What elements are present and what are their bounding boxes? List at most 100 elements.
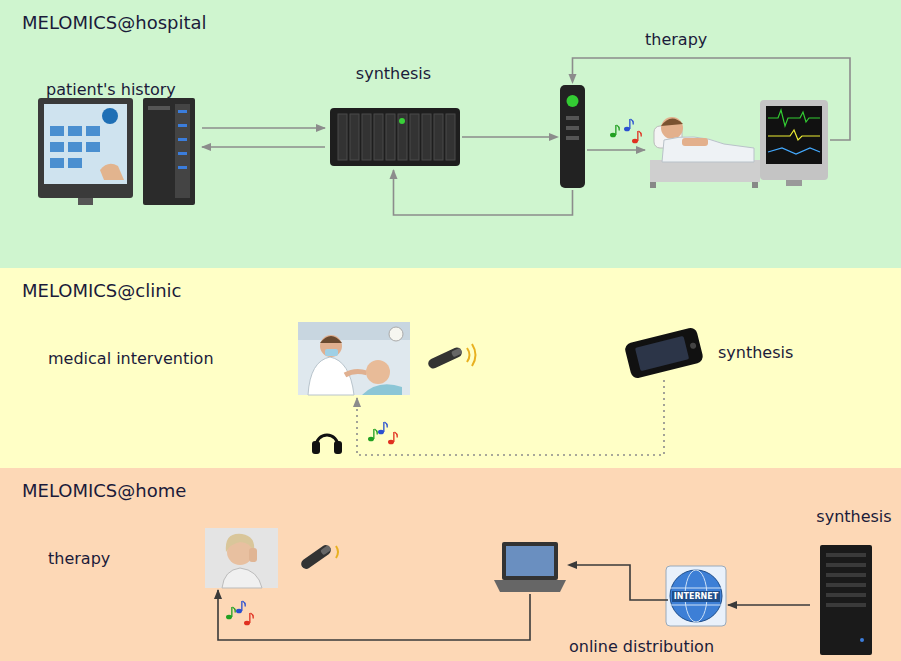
- vital-monitor: [760, 100, 828, 180]
- node-label: patient's history: [46, 80, 176, 99]
- synthesis-device: [338, 114, 347, 160]
- touchscreen-monitor: [68, 142, 82, 152]
- touchscreen-monitor: [44, 104, 127, 184]
- synthesis-device: [386, 114, 395, 160]
- sensor-device: [336, 546, 338, 558]
- listener-photo: [249, 548, 257, 562]
- patient-bed: [682, 138, 708, 146]
- vital-monitor: [786, 180, 802, 186]
- synthesis-device: [362, 114, 371, 160]
- laptop: [502, 542, 558, 580]
- dentist-photo: [320, 336, 342, 343]
- laptop: [506, 546, 554, 576]
- patient-bed: [661, 118, 683, 126]
- dentist-photo: [298, 322, 410, 395]
- node-label: online distribution: [569, 637, 714, 656]
- touchscreen-monitor: [86, 126, 100, 136]
- band-ground: [0, 268, 901, 468]
- sensor-device: [320, 545, 332, 556]
- music-notes: [368, 422, 397, 444]
- headphones: [312, 435, 342, 454]
- smartphone: [624, 327, 705, 380]
- dentist-photo: [366, 360, 390, 384]
- patient-bed: [661, 117, 683, 139]
- device-group: online distribution: [555, 600, 728, 658]
- band-ground: [0, 0, 901, 268]
- dentist-photo: [362, 384, 402, 395]
- synthesis-device: [398, 114, 407, 160]
- listener-photo: [205, 528, 278, 588]
- smartphone: [624, 327, 705, 380]
- player-remote: [567, 95, 579, 107]
- server-rack: [826, 573, 866, 577]
- server-rack: [820, 545, 872, 655]
- music-notes: [610, 125, 619, 137]
- patient-bed: [752, 182, 758, 188]
- device-group: patient's history: [38, 78, 202, 205]
- touchscreen-monitor: [102, 108, 118, 124]
- listener-photo: [222, 568, 262, 588]
- music-notes: [226, 601, 253, 625]
- server-rack: [820, 545, 872, 655]
- synthesis-device: [330, 108, 460, 166]
- music-notes: [632, 131, 641, 143]
- server-tower: [175, 104, 190, 198]
- dentist-photo: [320, 335, 342, 357]
- scenario-band: MELOMICS@clinicmedical interventionsynth…: [0, 268, 901, 468]
- sensor-device: [427, 346, 464, 370]
- sensor-device: [427, 346, 464, 370]
- player-remote: [566, 126, 579, 130]
- sensor-device: [299, 543, 333, 571]
- server-rack: [826, 563, 866, 567]
- server-rack: [860, 638, 864, 642]
- server-tower: [178, 152, 187, 155]
- touchscreen-monitor: [86, 142, 100, 152]
- player-remote: [560, 85, 585, 188]
- player-remote: [566, 136, 579, 140]
- music-notes: [388, 432, 397, 444]
- synthesis-device: [374, 114, 383, 160]
- server-tower: [148, 106, 170, 110]
- icon-text: INTERNET: [674, 593, 718, 601]
- flow-arrow: [394, 58, 851, 215]
- sensor-device: [299, 543, 338, 571]
- player-remote: [566, 116, 579, 120]
- server-rack: [826, 603, 866, 607]
- synthesis-device: [350, 114, 359, 160]
- dentist-photo: [345, 371, 367, 375]
- sensor-device: [299, 543, 333, 571]
- band-title: MELOMICS@home: [22, 480, 186, 502]
- synthesis-device: [410, 114, 419, 160]
- sensor-device: [472, 344, 476, 366]
- music-notes: [226, 607, 235, 619]
- sensor-device: [467, 348, 470, 362]
- internet-globe: [670, 588, 722, 589]
- vital-monitor: [768, 130, 820, 140]
- device-group: synthesis: [325, 62, 462, 170]
- internet-globe: [670, 605, 722, 606]
- band-title: MELOMICS@clinic: [22, 280, 182, 302]
- touchscreen-monitor: [78, 198, 93, 205]
- sensor-device: [451, 348, 463, 358]
- device-group: therapy: [45, 528, 280, 590]
- synthesis-device: [422, 114, 431, 160]
- band-ground: [0, 468, 901, 661]
- headphones: [334, 441, 342, 454]
- vital-monitor: [768, 110, 820, 126]
- music-notes: [624, 119, 633, 131]
- internet-globe: [666, 566, 726, 626]
- internet-globe: [672, 591, 720, 602]
- flow-arrow: [728, 604, 810, 606]
- dentist-photo: [298, 322, 410, 395]
- flow-arrow: [202, 146, 325, 148]
- node-label: synthesis: [718, 343, 793, 362]
- server-tower: [143, 98, 195, 205]
- server-rack: [826, 583, 866, 587]
- server-tower: [178, 166, 187, 169]
- music-notes: [378, 422, 387, 434]
- server-rack: [826, 593, 866, 597]
